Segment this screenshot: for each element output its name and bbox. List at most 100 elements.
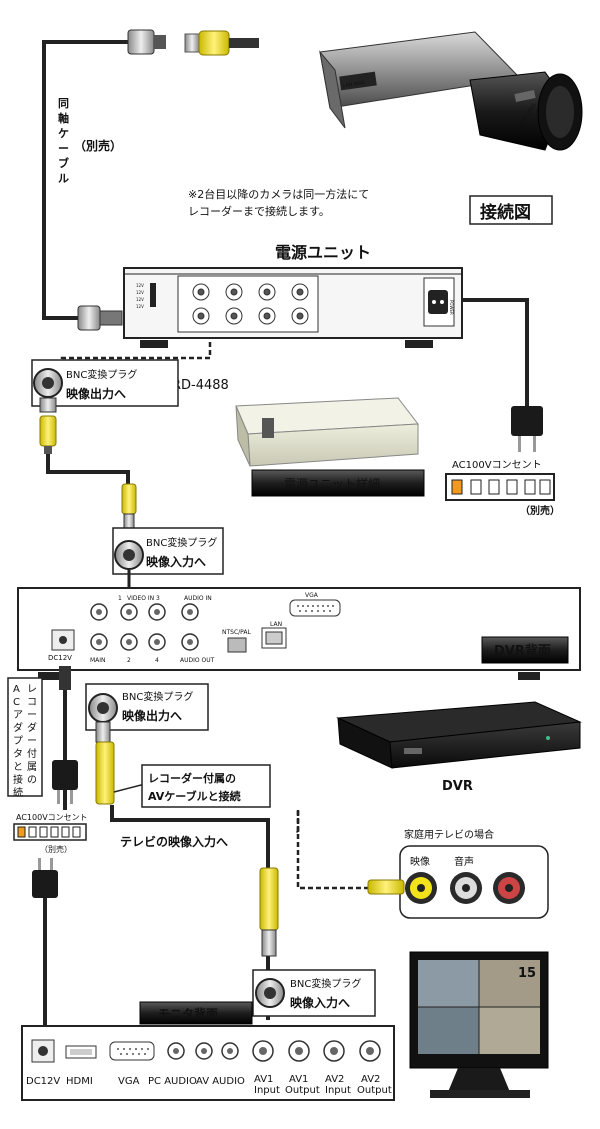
svg-text:AV AUDIO: AV AUDIO (196, 1076, 245, 1087)
svg-text:ー: ー (58, 142, 69, 155)
svg-text:4: 4 (155, 657, 159, 664)
coax-cable-label: 同 軸 ケ ー ブ ル (58, 97, 69, 185)
dvr-device-label: DVR (442, 779, 473, 794)
dvr-device-photo (336, 701, 582, 769)
power-unit: 12V 12V 12V 12V POWER (123, 267, 463, 348)
monitor-photo (409, 951, 549, 1098)
monitor-rear-panel: DC12V HDMI VGA PC AUDIO AV AUDIO AV1 Inp… (21, 1025, 395, 1101)
svg-text:ア: ア (13, 710, 23, 721)
svg-text:POWER: POWER (449, 300, 454, 315)
svg-text:ケ: ケ (58, 127, 69, 140)
coax-sold-separately: （別売） (74, 138, 122, 153)
dvr-rear-panel: 1 VIDEO IN 3 AUDIO IN VGA MAIN 2 4 AUDIO… (17, 587, 581, 680)
svg-text:続: 続 (13, 786, 23, 799)
svg-text:属: 属 (27, 761, 37, 773)
diagram-title-box (469, 195, 553, 225)
recorder-adapter-text: レ コ ー ダ ー 付 属 の A C ア ダ プ タ と 接 続 (13, 684, 37, 799)
small-outlet-label: AC100Vコンセント (16, 813, 88, 822)
tv-audio-label: 音声 (454, 855, 474, 868)
svg-text:AUDIO IN: AUDIO IN (184, 595, 212, 602)
bnc-plug-output-dvr (85, 683, 209, 805)
svg-text:MAIN: MAIN (90, 657, 106, 664)
ac-plug-monitor (32, 858, 58, 898)
power-unit-model: RD-4488 (172, 378, 229, 393)
svg-text:DC12V: DC12V (26, 1076, 60, 1087)
av-cable-note-2: AVケーブルと接続 (148, 789, 241, 803)
svg-text:12V: 12V (136, 297, 144, 302)
monitor-channel-number: 15 (518, 966, 536, 981)
to-video-output-label-1: 映像出力へ (66, 386, 126, 401)
svg-text:A: A (13, 684, 20, 695)
svg-text:3: 3 (156, 595, 160, 602)
bnc-plug-label-4: BNC変換プラグ (290, 977, 361, 990)
svg-text:12V: 12V (136, 283, 144, 288)
svg-text:AV1: AV1 (254, 1074, 273, 1085)
svg-text:ル: ル (58, 172, 69, 185)
small-outlet-sold-separately: （別売） (40, 844, 72, 854)
bnc-plug-label-3: BNC変換プラグ (122, 690, 193, 703)
home-tv-panel (367, 845, 549, 919)
monitor-rear-label: モニタ背面 (158, 1006, 218, 1021)
svg-text:VIDEO IN: VIDEO IN (127, 595, 154, 602)
ac-plug-power-unit (511, 406, 543, 452)
multi-camera-note-1: ※2台目以降のカメラは同一方法にて (188, 187, 369, 201)
svg-text:タ: タ (13, 748, 23, 760)
camera: LAN MAX SONY LENS (127, 29, 583, 151)
svg-text:PC AUDIO: PC AUDIO (148, 1076, 197, 1087)
power-unit-photo (235, 397, 419, 467)
svg-text:レ: レ (27, 684, 37, 695)
svg-text:Output: Output (285, 1085, 320, 1096)
bnc-plug-output-1 (31, 359, 179, 454)
svg-text:1: 1 (118, 595, 122, 602)
svg-text:DC12V: DC12V (48, 654, 72, 662)
svg-text:Input: Input (325, 1085, 351, 1096)
svg-text:付: 付 (27, 747, 37, 760)
recorder-adapter-text-box (7, 677, 43, 797)
rca-plug-monitor (259, 867, 279, 957)
svg-text:ブ: ブ (58, 156, 69, 170)
diagram-title: 接続図 (480, 202, 531, 223)
svg-text:の: の (27, 775, 37, 786)
svg-text:VGA: VGA (305, 592, 319, 599)
svg-text:AV2: AV2 (361, 1074, 380, 1085)
svg-text:12V: 12V (136, 290, 144, 295)
svg-text:ダ: ダ (27, 721, 37, 734)
svg-text:HDMI: HDMI (66, 1076, 93, 1087)
to-video-input-label-monitor: 映像入力へ (290, 995, 350, 1010)
home-tv-title: 家庭用テレビの場合 (404, 828, 494, 841)
to-video-output-label-dvr: 映像出力へ (122, 708, 182, 723)
svg-text:同: 同 (58, 97, 69, 110)
tv-video-label: 映像 (410, 856, 430, 868)
ac100v-outlet (445, 473, 555, 501)
to-video-input-label-dvr: 映像入力へ (146, 554, 206, 569)
camera-body-label: LAN MAX (342, 80, 366, 89)
svg-text:コ: コ (27, 697, 37, 708)
power-unit-detail-label: 電源ユニット詳細 (284, 476, 380, 491)
bnc-plug-label-2: BNC変換プラグ (146, 536, 217, 549)
svg-text:AUDIO OUT: AUDIO OUT (180, 657, 215, 664)
small-ac100v-outlet (13, 823, 87, 841)
svg-text:NTSC/PAL: NTSC/PAL (222, 629, 252, 636)
tv-video-input-label: テレビの映像入力へ (120, 834, 228, 849)
cables (42, 40, 529, 1048)
dvr-rear-label: DVR背面 (494, 643, 551, 659)
coax-connector-power-unit (77, 305, 123, 331)
svg-text:AV1: AV1 (289, 1074, 308, 1085)
av-cable-note-box (141, 764, 271, 808)
svg-text:プ: プ (13, 735, 23, 747)
monitor-rear-label-box (139, 1001, 253, 1025)
svg-text:Output: Output (357, 1085, 392, 1096)
svg-text:Input: Input (254, 1085, 280, 1096)
ac100v-sold-separately: （別売） (520, 504, 560, 517)
svg-text:AV2: AV2 (325, 1074, 344, 1085)
multi-camera-note-2: レコーダーまで接続します。 (188, 204, 330, 218)
svg-text:接: 接 (13, 773, 23, 786)
power-unit-title: 電源ユニット (275, 243, 371, 262)
power-unit-detail-label-box (251, 469, 425, 497)
svg-text:ー: ー (27, 736, 37, 747)
bnc-plug-input-monitor (252, 969, 376, 1017)
bnc-plug-label-1: BNC変換プラグ (66, 368, 137, 381)
ac100v-outlet-label: AC100Vコンセント (452, 459, 542, 471)
